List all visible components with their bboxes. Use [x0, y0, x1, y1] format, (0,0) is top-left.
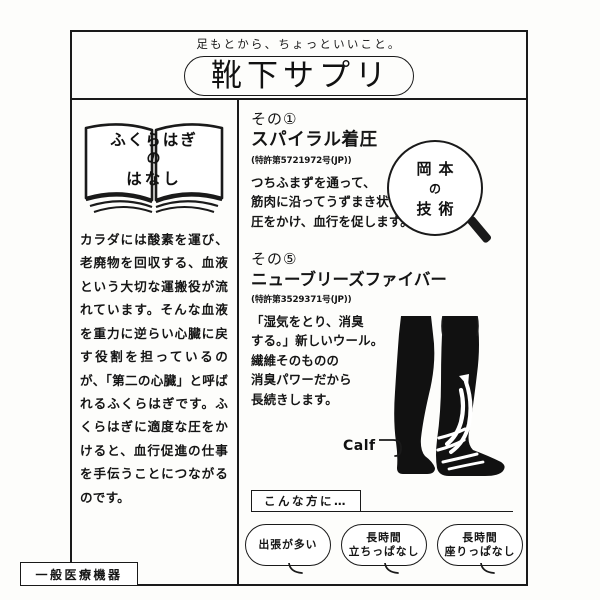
- medical-device-badge: 一般医療機器: [20, 562, 138, 586]
- bubble-sitting-long: 長時間 座りっぱなし: [437, 524, 523, 574]
- bubble-standing-long: 長時間 立ちっぱなし: [341, 524, 427, 574]
- feature-1-desc-line3: 圧をかけ、血行を促します。: [251, 213, 413, 229]
- bubble-2-line1: 長時間: [366, 530, 402, 544]
- okamoto-badge-line2: の: [428, 181, 441, 196]
- bubble-business-trips: 出張が多い: [245, 524, 331, 574]
- target-users-rule: [251, 511, 513, 512]
- calf-pointer-line: [378, 432, 411, 458]
- calf-label: Calf: [343, 438, 376, 454]
- feature-5-desc-line5: 長続きします。: [251, 391, 338, 407]
- brand-name: 靴下サプリ: [211, 57, 391, 94]
- brand-capsule-shape: [184, 56, 414, 96]
- feature-1-patent: (特許第5721972号(JP)): [251, 155, 352, 166]
- feature-spiral-compression: その① スパイラル着圧 (特許第5721972号(JP)) つちふまずを通って、…: [251, 110, 513, 232]
- feature-new-breeze-fiber: その⑤ ニューブリーズファイバー (特許第3529371号(JP)) 「湿気をと…: [251, 250, 513, 410]
- feature-5-number: その⑤: [251, 250, 298, 268]
- bubble-2-tail-icon: [384, 563, 400, 574]
- target-users-heading: こんな方に…: [251, 490, 361, 512]
- right-column: その① スパイラル着圧 (特許第5721972号(JP)) つちふまずを通って、…: [239, 102, 526, 584]
- okamoto-technology-badge: 岡本 の 技術: [387, 140, 483, 236]
- bubble-3-line2: 座りっぱなし: [444, 545, 516, 558]
- target-users-bubbles: 出張が多い 長時間 立ちっぱなし 長時間 座りっぱなし: [245, 524, 523, 574]
- brand-logo: 靴下サプリ: [184, 54, 414, 98]
- feature-1-desc-line1: つちふまずを通って、: [251, 174, 376, 190]
- bubble-1-line1: 出張が多い: [258, 537, 318, 551]
- book-title-line3: はなし: [126, 169, 182, 188]
- feature-5-desc-line2: する。」新しいウール。: [251, 333, 384, 349]
- feature-5-patent: (特許第3529371号(JP)): [251, 294, 352, 305]
- bubble-3-line1: 長時間: [462, 530, 498, 544]
- feature-1-desc-line2: 筋肉に沿ってうずまき状に: [251, 194, 402, 210]
- okamoto-badge-line3: 技術: [416, 199, 461, 218]
- book-title-line2: の: [146, 151, 162, 168]
- bubble-2-line2: 立ちっぱなし: [348, 545, 420, 558]
- column-divider: [237, 100, 239, 586]
- bubble-1-tail-icon: [288, 563, 304, 574]
- bubble-3-tail-icon: [480, 563, 496, 574]
- poster-frame: [70, 30, 528, 586]
- feature-5-desc-line3: 繊維そのものの: [251, 352, 340, 368]
- magnifier-icon: 岡本 の 技術: [387, 140, 499, 252]
- book-title: ふくらはぎ の はなし: [80, 130, 228, 189]
- legs-with-socks-illustration: [373, 316, 525, 488]
- feature-1-title: スパイラル着圧: [251, 129, 378, 150]
- book-title-line1: ふくらはぎ: [110, 131, 198, 149]
- feature-5-title: ニューブリーズファイバー: [251, 269, 447, 289]
- feature-1-description: つちふまずを通って、 筋肉に沿ってうずまき状に 圧をかけ、血行を促します。: [251, 173, 513, 232]
- calf-explanation-text: カラダには酸素を運び、老廃物を回収する、血液という大切な運搬役が流れています。そ…: [80, 232, 228, 505]
- magnifier-lens-icon: [387, 140, 483, 236]
- okamoto-badge-line1: 岡本: [416, 159, 461, 178]
- feature-5-description: 「湿気をとり、消臭 する。」新しいウール。 繊維そのものの 消臭パワーだから 長…: [251, 312, 513, 410]
- feature-5-desc-line1: 「湿気をとり、消臭: [251, 313, 364, 329]
- left-column: ふくらはぎ の はなし カラダには酸素を運び、老廃物を回収する、血液という大切な…: [72, 102, 236, 584]
- feature-5-desc-line4: 消臭パワーだから: [251, 372, 352, 388]
- tagline: 足もとから、ちょっといいこと。: [196, 37, 402, 51]
- feature-1-number: その①: [251, 110, 298, 128]
- header-band: 足もとから、ちょっといいこと。 靴下サプリ: [70, 30, 528, 100]
- open-book-icon: ふくらはぎ の はなし: [80, 114, 228, 222]
